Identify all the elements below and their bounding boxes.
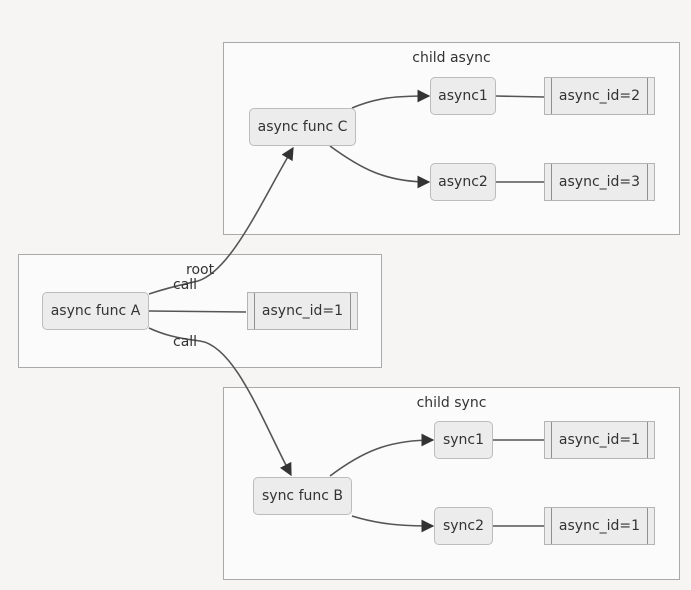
edge-async1-to-id xyxy=(495,95,545,98)
edge-label-call-b: call xyxy=(173,334,198,350)
edge-label-call-c: call xyxy=(173,277,198,293)
edge-c-to-async2 xyxy=(329,145,431,189)
edge-c-to-async1 xyxy=(351,89,431,109)
cluster-title-child-sync: child sync xyxy=(416,395,487,411)
edge-a-to-b xyxy=(148,327,292,477)
cluster-title-child-async: child async xyxy=(412,50,491,66)
node-async-id-sync2[interactable]: async_id=1 xyxy=(544,507,655,545)
node-async-id-sync1[interactable]: async_id=1 xyxy=(544,421,655,459)
edge-label-root: root xyxy=(186,262,215,278)
edge-a-to-id-a xyxy=(148,310,247,313)
edge-b-to-sync2 xyxy=(351,515,435,533)
node-async1[interactable]: async1 xyxy=(430,77,496,115)
node-async2[interactable]: async2 xyxy=(430,163,496,201)
node-async-id-async1[interactable]: async_id=2 xyxy=(544,77,655,115)
node-async-func-c[interactable]: async func C xyxy=(249,108,356,146)
node-async-id-async2[interactable]: async_id=3 xyxy=(544,163,655,201)
node-async-id-a[interactable]: async_id=1 xyxy=(247,292,358,330)
edge-b-to-sync1 xyxy=(329,433,435,477)
node-async-func-a[interactable]: async func A xyxy=(42,292,149,330)
node-sync2[interactable]: sync2 xyxy=(434,507,493,545)
node-sync1[interactable]: sync1 xyxy=(434,421,493,459)
edge-a-to-c xyxy=(148,146,294,295)
node-sync-func-b[interactable]: sync func B xyxy=(253,477,352,515)
